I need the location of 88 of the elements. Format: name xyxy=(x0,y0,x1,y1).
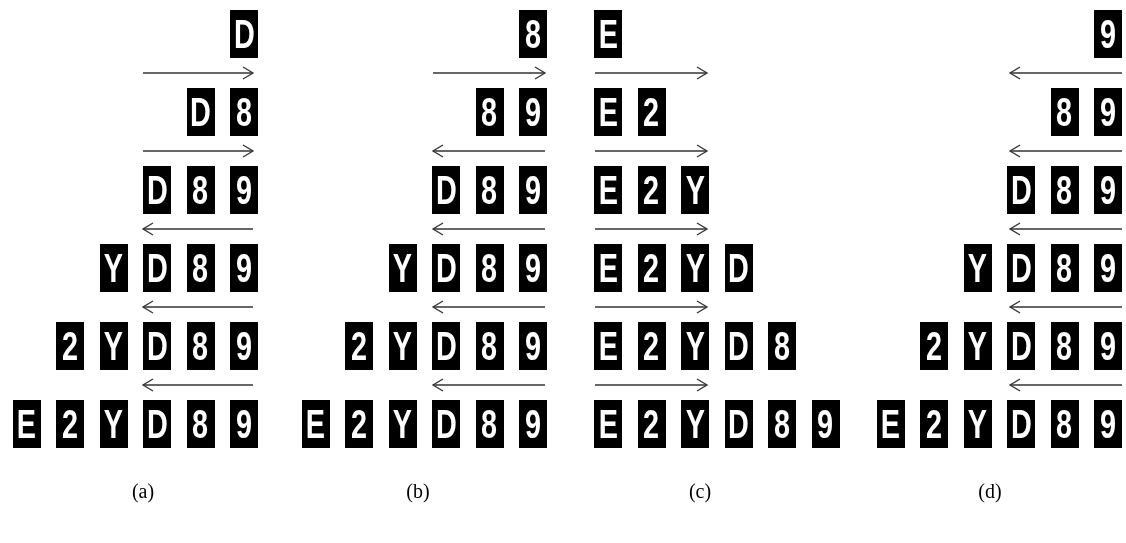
character-tile: 8 xyxy=(475,88,504,136)
character-tile: 8 xyxy=(186,400,215,448)
character-tile: 2 xyxy=(637,88,666,136)
character-tile: 9 xyxy=(1094,10,1122,58)
character-tile: 2 xyxy=(637,166,666,214)
character-tile: 2 xyxy=(637,244,666,292)
character-tile: 8 xyxy=(230,88,258,136)
character-tile: Y xyxy=(388,400,417,448)
character-tile: 2 xyxy=(345,322,373,370)
character-tile: E xyxy=(594,244,622,292)
character-tile: D xyxy=(143,400,171,448)
character-tile: Y xyxy=(963,322,992,370)
character-tile: Y xyxy=(388,322,417,370)
character-tile: E xyxy=(594,88,622,136)
character-tile: D xyxy=(186,88,215,136)
character-tile: 2 xyxy=(920,400,948,448)
character-tile: 9 xyxy=(230,244,258,292)
character-tile: D xyxy=(432,322,460,370)
character-tile: 2 xyxy=(920,322,948,370)
character-tile: Y xyxy=(99,322,128,370)
character-tile: 8 xyxy=(768,322,796,370)
character-tile: 8 xyxy=(186,166,215,214)
panel-caption: (a) xyxy=(130,480,156,503)
character-tile: 8 xyxy=(1050,88,1079,136)
character-tile: 8 xyxy=(475,166,504,214)
character-tile: D xyxy=(230,10,258,58)
character-tile: D xyxy=(724,400,753,448)
character-tile: 8 xyxy=(475,400,504,448)
character-tile: D xyxy=(432,166,460,214)
character-tile: 8 xyxy=(1050,244,1079,292)
character-tile: E xyxy=(594,400,622,448)
panel-caption: (c) xyxy=(687,480,713,503)
character-tile: 9 xyxy=(519,244,547,292)
character-tile: 9 xyxy=(230,166,258,214)
character-tile: 8 xyxy=(186,322,215,370)
character-tile: 8 xyxy=(1050,322,1079,370)
character-tile: 8 xyxy=(768,400,796,448)
character-tile: 2 xyxy=(345,400,373,448)
character-tile: 9 xyxy=(230,400,258,448)
character-tile: E xyxy=(594,166,622,214)
character-tile: D xyxy=(432,400,460,448)
character-tile: E xyxy=(12,400,41,448)
character-tile: D xyxy=(724,322,753,370)
character-tile: 8 xyxy=(475,322,504,370)
character-tile: E xyxy=(876,400,905,448)
character-tile: E xyxy=(301,400,330,448)
character-tile: D xyxy=(1007,166,1035,214)
character-tile: 9 xyxy=(1094,88,1122,136)
character-tile: D xyxy=(143,322,171,370)
character-tile: 9 xyxy=(519,322,547,370)
character-tile: 2 xyxy=(637,322,666,370)
character-tile: D xyxy=(143,166,171,214)
character-tile: Y xyxy=(681,244,709,292)
character-tile: Y xyxy=(388,244,417,292)
character-tile: 2 xyxy=(56,400,84,448)
character-tile: 8 xyxy=(186,244,215,292)
character-tile: D xyxy=(432,244,460,292)
character-tile: 8 xyxy=(1050,400,1079,448)
character-tile: 8 xyxy=(1050,166,1079,214)
character-tile: 9 xyxy=(811,400,840,448)
character-tile: D xyxy=(1007,244,1035,292)
character-tile: 8 xyxy=(519,10,547,58)
character-tile: D xyxy=(1007,322,1035,370)
panel-caption: (d) xyxy=(977,480,1003,503)
character-tile: 9 xyxy=(1094,166,1122,214)
character-tile: 9 xyxy=(519,166,547,214)
character-tile: 9 xyxy=(519,400,547,448)
character-tile: D xyxy=(143,244,171,292)
character-tile: 2 xyxy=(637,400,666,448)
character-tile: 9 xyxy=(1094,322,1122,370)
character-tile: Y xyxy=(99,244,128,292)
character-tile: 9 xyxy=(519,88,547,136)
character-tile: Y xyxy=(681,322,709,370)
character-tile: Y xyxy=(99,400,128,448)
character-tile: 9 xyxy=(1094,400,1122,448)
panel-caption: (b) xyxy=(405,480,431,503)
character-tile: E xyxy=(594,10,622,58)
character-tile: Y xyxy=(681,166,709,214)
character-tile: Y xyxy=(963,400,992,448)
character-tile: Y xyxy=(963,244,992,292)
character-tile: D xyxy=(724,244,753,292)
character-tile: 8 xyxy=(475,244,504,292)
character-tile: D xyxy=(1007,400,1035,448)
character-tile: 9 xyxy=(230,322,258,370)
character-tile: 9 xyxy=(1094,244,1122,292)
character-tile: Y xyxy=(681,400,709,448)
character-tile: 2 xyxy=(56,322,84,370)
character-tile: E xyxy=(594,322,622,370)
